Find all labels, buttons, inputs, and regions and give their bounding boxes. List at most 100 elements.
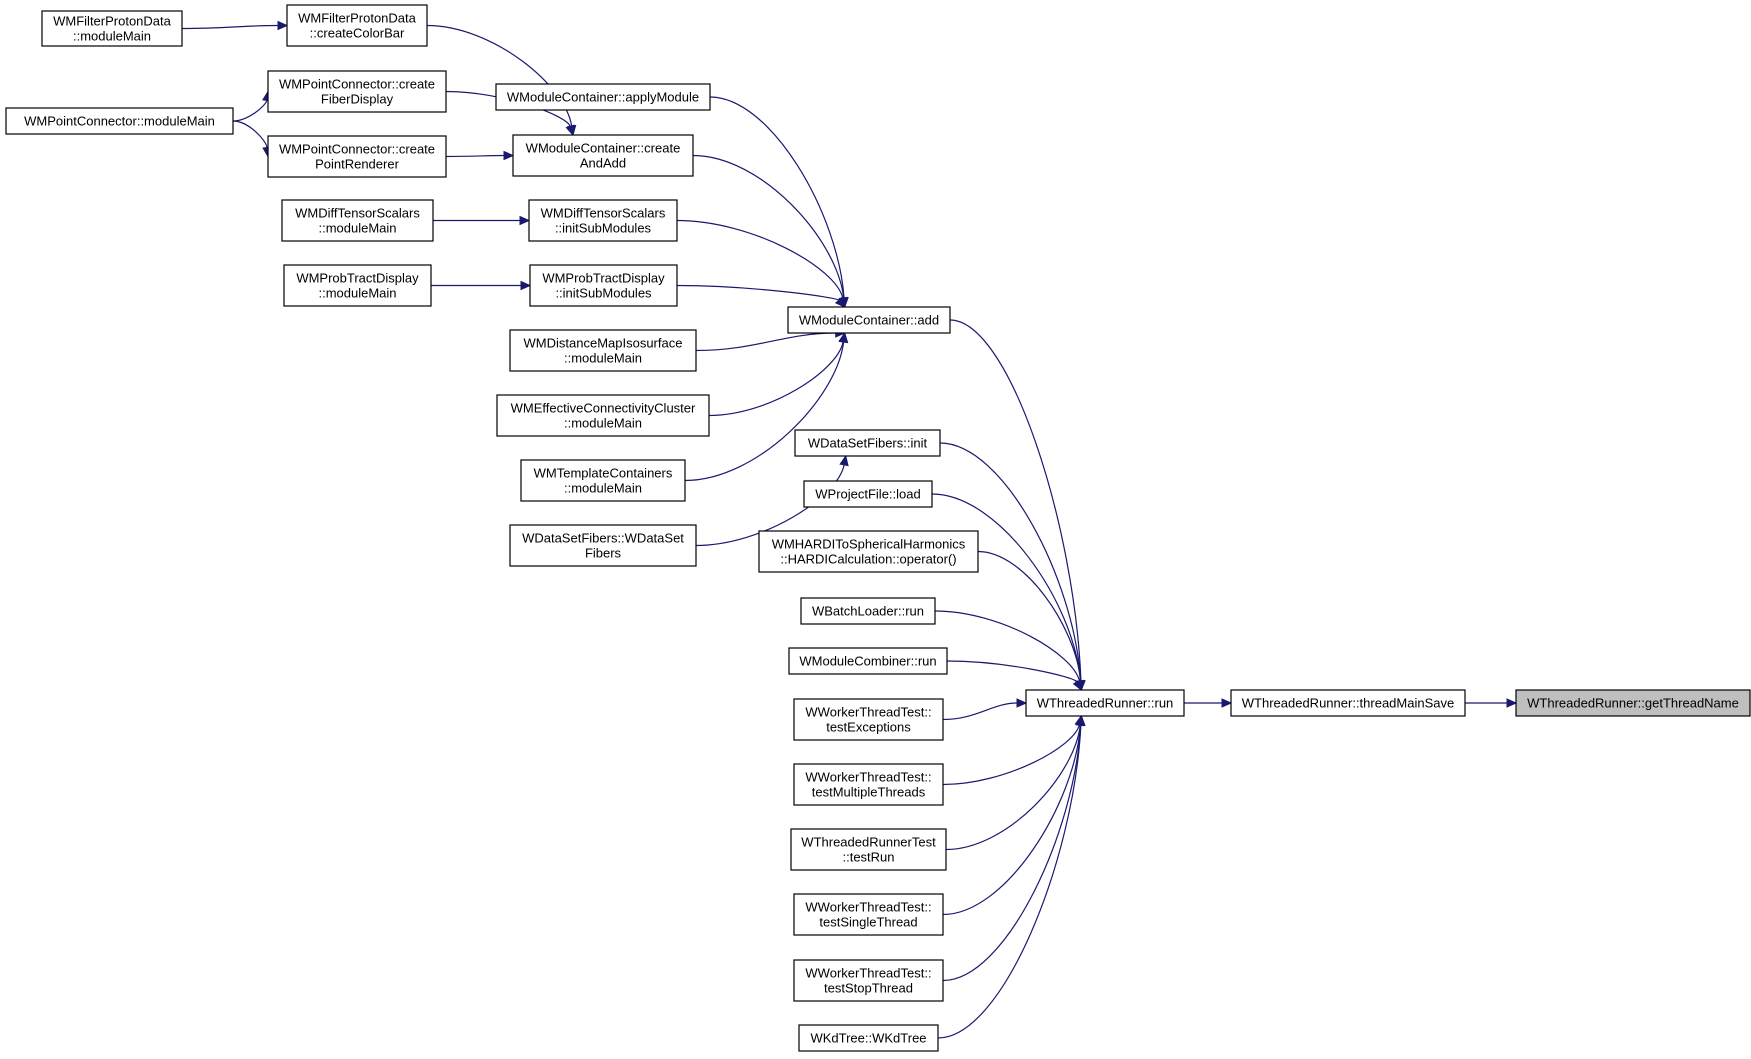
edge-wtt-multiple-to-runner-run [942,714,1084,786]
node-get-thread-name[interactable]: WThreadedRunner::getThreadName [1515,689,1751,717]
edge-line [709,96,845,299]
node-kd-tree[interactable]: WKdTree::WKdTree [798,1024,939,1052]
node-pf-load[interactable]: WProjectFile::load [803,480,933,508]
edge-line [945,724,1081,851]
node-wtr-test-run[interactable]: WThreadedRunnerTest::testRun [790,828,947,871]
node-box [281,199,434,242]
edge-bl-run-to-runner-run [934,610,1085,692]
node-box [793,893,944,936]
node-hardi-op[interactable]: WMHARDIToSphericalHarmonics::HARDICalcul… [758,530,979,573]
node-box [509,329,697,372]
node-label: AndAdd [580,156,626,171]
node-box [758,530,979,573]
arrowhead [277,20,289,31]
node-label: testSingleThread [819,915,917,930]
edge-dts-init-to-mc-add [676,219,848,309]
node-wtt-multiple[interactable]: WWorkerThreadTest::testMultipleThreads [793,763,944,806]
node-box [41,10,183,47]
node-label: WProjectFile::load [815,487,920,502]
node-box [803,480,933,508]
node-label: WWorkerThreadTest:: [805,966,931,981]
node-label: WThreadedRunner::getThreadName [1527,696,1739,711]
node-box [496,394,710,437]
edge-layer [181,20,1518,1039]
node-dsf-init[interactable]: WDataSetFibers::init [794,429,941,457]
node-ptd-init[interactable]: WMProbTractDisplay::initSubModules [529,264,678,307]
edge-dts-main-to-dts-init [433,215,531,226]
node-label: WKdTree::WKdTree [810,1031,926,1046]
edge-line [676,219,844,299]
edge-line [942,724,1080,786]
node-label: PointRenderer [315,157,399,172]
node-label: testMultipleThreads [812,785,926,800]
node-fpd-color-bar[interactable]: WMFilterProtonData::createColorBar [286,4,428,47]
arrowhead [839,454,849,467]
node-mc-apply[interactable]: WModuleContainer::applyModule [495,83,711,111]
edge-fpd-color-bar-to-mc-create-and-add [426,24,577,137]
node-label: WMPointConnector::create [279,142,435,157]
arrowhead [503,150,515,161]
edge-fpd-main-to-fpd-color-bar [181,20,289,31]
node-runner-run[interactable]: WThreadedRunner::run [1025,689,1185,717]
node-fpd-main[interactable]: WMFilterProtonData::moduleMain [41,10,183,47]
node-label: testStopThread [824,981,913,996]
edge-wtt-stop-to-runner-run [942,714,1086,982]
edge-line [695,332,836,352]
node-label: WWorkerThreadTest:: [805,705,931,720]
arrowhead [1506,698,1518,708]
node-box [267,135,447,178]
node-wtt-exceptions[interactable]: WWorkerThreadTest::testExceptions [793,698,944,741]
node-bl-run[interactable]: WBatchLoader::run [800,597,936,625]
node-wtt-single[interactable]: WWorkerThreadTest::testSingleThread [793,893,944,936]
node-box [520,459,686,502]
node-label: WMProbTractDisplay [296,271,419,286]
node-label: WMDistanceMapIsosurface [524,336,683,351]
edge-kd-tree-to-runner-run [937,714,1086,1039]
edge-line [232,120,268,148]
node-label: WMHARDIToSphericalHarmonics [772,537,966,552]
node-label: WMFilterProtonData [298,11,417,26]
node-ptd-main[interactable]: WMProbTractDisplay::moduleMain [283,264,432,307]
node-thread-main-save[interactable]: WThreadedRunner::threadMainSave [1230,689,1466,717]
node-label: WModuleCombiner::run [799,654,936,669]
arrowhead [1076,714,1086,726]
node-box [528,199,678,242]
node-box [283,264,432,307]
node-label: WMPointConnector::moduleMain [24,114,215,129]
node-dsf-ctor[interactable]: WDataSetFibers::WDataSetFibers [509,524,697,567]
node-dts-init[interactable]: WMDiffTensorScalars::initSubModules [528,199,678,242]
node-label: ::moduleMain [318,286,396,301]
node-label: ::initSubModules [555,221,652,236]
node-label: WMDiffTensorScalars [541,206,666,221]
node-mcomb-run[interactable]: WModuleCombiner::run [788,647,948,675]
arrowhead [1072,679,1082,692]
node-mc-add[interactable]: WModuleContainer::add [787,306,951,334]
node-label: WThreadedRunner::run [1037,696,1174,711]
node-box [5,107,234,135]
node-box [509,524,697,567]
node-label: WModuleContainer::create [526,141,681,156]
node-label: WMFilterProtonData [53,14,172,29]
node-pc-main[interactable]: WMPointConnector::moduleMain [5,107,234,135]
node-label: WMPointConnector::create [279,77,435,92]
edge-line [445,154,505,158]
edge-line [942,702,1018,721]
edge-line [692,154,845,299]
node-tc-main[interactable]: WMTemplateContainers::moduleMain [520,459,686,502]
node-box [788,647,948,675]
node-ecc-main[interactable]: WMEffectiveConnectivityCluster::moduleMa… [496,394,710,437]
edge-line [949,319,1082,682]
node-dts-main[interactable]: WMDiffTensorScalars::moduleMain [281,199,434,242]
node-label: WDataSetFibers::WDataSet [522,531,684,546]
node-dmi-main[interactable]: WMDistanceMapIsosurface::moduleMain [509,329,697,372]
arrowhead [520,280,532,291]
edge-mcomb-run-to-runner-run [946,660,1082,692]
node-label: WThreadedRunnerTest [801,835,936,850]
node-label: testExceptions [826,720,911,735]
edge-line [937,724,1082,1039]
node-wtt-stop[interactable]: WWorkerThreadTest::testStopThread [793,959,944,1002]
